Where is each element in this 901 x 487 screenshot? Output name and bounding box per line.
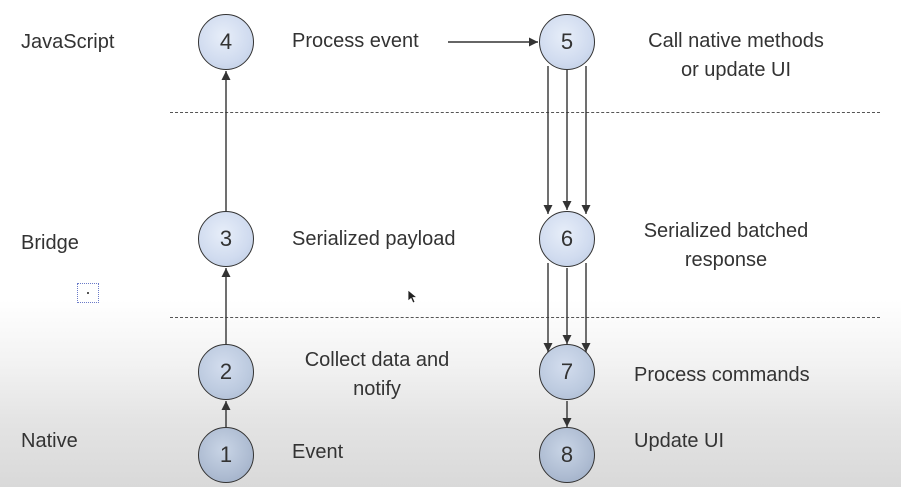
- label-process-event: Process event: [292, 30, 419, 52]
- node-4-number: 4: [219, 29, 233, 54]
- node-5-number: 5: [560, 29, 574, 54]
- label-call-native-line2: or update UI: [680, 59, 792, 81]
- layer-label-native: Native: [21, 430, 78, 452]
- label-collect-data: Collect data and notify: [282, 346, 472, 404]
- label-event: Event: [292, 441, 344, 463]
- selection-dot: [87, 292, 89, 294]
- label-process-commands: Process commands: [634, 364, 810, 386]
- divider-javascript-bridge: [170, 112, 880, 113]
- node-2: 2: [198, 344, 254, 400]
- node-7: 7: [539, 344, 595, 400]
- node-3: 3: [198, 211, 254, 267]
- label-serialized-payload: Serialized payload: [292, 228, 456, 250]
- label-call-native-methods: Call native methods or update UI: [626, 27, 846, 85]
- node-4: 4: [198, 14, 254, 70]
- label-serialized-batched-line1: Serialized batched: [643, 220, 809, 242]
- node-6-number: 6: [560, 226, 574, 251]
- label-call-native-line1: Call native methods: [648, 30, 824, 52]
- node-8: 8: [539, 427, 595, 483]
- mouse-cursor-icon: [407, 289, 419, 304]
- node-5: 5: [539, 14, 595, 70]
- selection-handle[interactable]: [77, 283, 99, 303]
- node-1: 1: [198, 427, 254, 483]
- node-1-number: 1: [219, 442, 233, 467]
- label-update-ui: Update UI: [634, 430, 725, 452]
- divider-bridge-native: [170, 317, 880, 318]
- label-serialized-batched-response: Serialized batched response: [626, 217, 826, 275]
- node-8-number: 8: [560, 442, 574, 467]
- layer-label-bridge: Bridge: [21, 232, 79, 254]
- node-6: 6: [539, 211, 595, 267]
- node-2-number: 2: [219, 359, 233, 384]
- node-7-number: 7: [560, 359, 574, 384]
- node-3-number: 3: [219, 226, 233, 251]
- label-collect-line2: notify: [353, 378, 401, 400]
- label-collect-line1: Collect data and: [304, 349, 450, 371]
- label-serialized-batched-line2: response: [684, 249, 768, 271]
- layer-label-javascript: JavaScript: [21, 31, 115, 53]
